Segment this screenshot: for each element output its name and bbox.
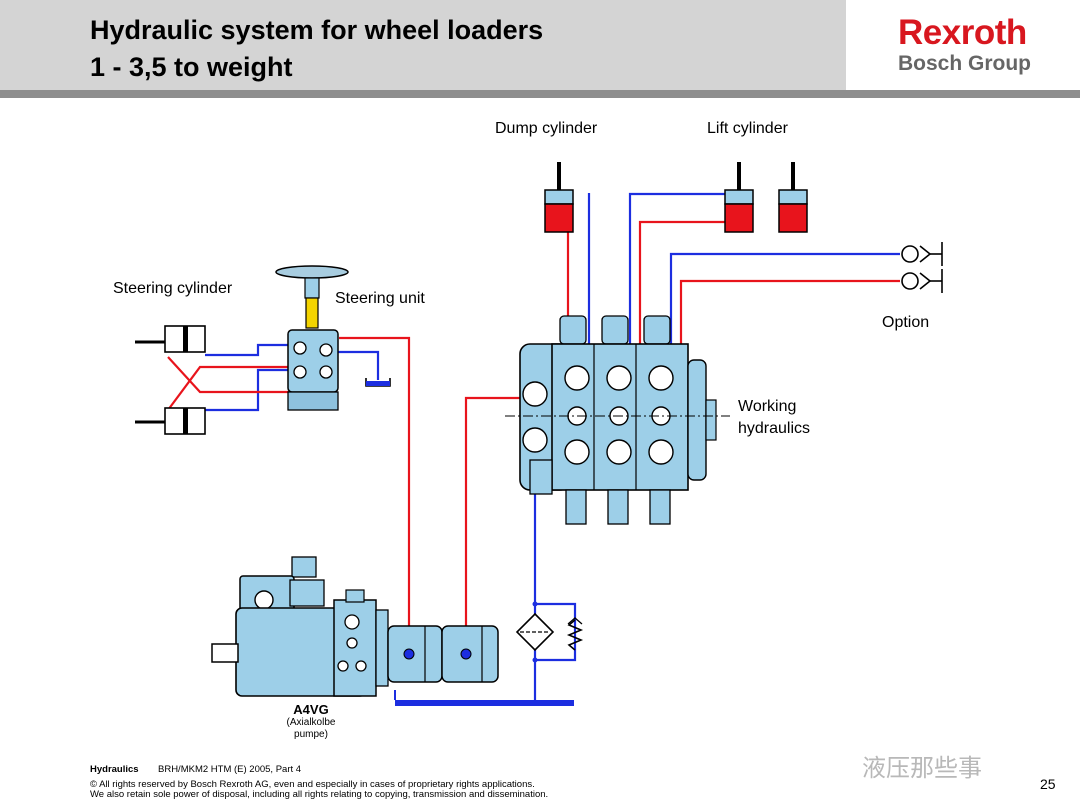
- steering-cross-line-b: [167, 365, 300, 411]
- page-number: 25: [1040, 776, 1056, 792]
- footer-copyright: © All rights reserved by Bosch Rexroth A…: [90, 780, 548, 800]
- watermark: 液压那些事: [862, 755, 982, 782]
- option-couplings: [901, 242, 943, 293]
- copyright-line-2: We also retain sole power of disposal, i…: [90, 789, 549, 800]
- title-line-1: Hydraulic system for wheel loaders: [90, 15, 544, 45]
- steering-cylinder-bottom: [135, 407, 206, 435]
- working-hydraulics-line-1: Working: [738, 398, 797, 415]
- steering-tank-line: [336, 350, 380, 380]
- option-return-line: [669, 252, 900, 380]
- tank-bar: [395, 700, 574, 706]
- logo-group: Bosch Group: [898, 52, 1032, 75]
- pump-name: A4VG: [293, 702, 329, 717]
- title-line-2: 1 - 3,5 to weight: [90, 52, 293, 82]
- working-hydraulics-line-2: hydraulics: [738, 420, 811, 437]
- gear-pump-working: [441, 625, 499, 683]
- logo-brand: Rexroth: [898, 13, 1027, 52]
- steering-unit: [275, 265, 349, 411]
- valve-supply-line: [464, 396, 535, 655]
- dump-cylinder: [544, 162, 574, 233]
- rexroth-logo: Rexroth Bosch Group: [898, 14, 1031, 76]
- steering-cylinder-top: [135, 325, 206, 353]
- pump-subtitle-1: (Axialkolbe: [286, 717, 336, 728]
- tank-symbol: [365, 378, 391, 387]
- footer-section-name: Hydraulics: [90, 764, 139, 775]
- header-divider: [0, 90, 1080, 98]
- pump-subtitle-2: pumpe): [294, 729, 328, 740]
- lift-cylinder-label: Lift cylinder: [707, 120, 788, 137]
- footer-doc-ref: BRH/MKM2 HTM (E) 2005, Part 4: [158, 764, 302, 775]
- pump-label: A4VG (Axialkolbe pumpe): [270, 703, 352, 741]
- working-hydraulics-label: Working hydraulics: [738, 396, 810, 440]
- control-valve-block: [505, 315, 730, 525]
- lift-cylinder-left: [724, 162, 754, 233]
- page-title: Hydraulic system for wheel loaders 1 - 3…: [90, 12, 543, 86]
- steering-cyl-line-b: [205, 368, 300, 412]
- footer-section: Hydraulics: [90, 764, 139, 775]
- return-filter: [515, 601, 584, 663]
- steering-supply-line: [339, 336, 411, 655]
- lift-cylinder-right: [778, 162, 808, 233]
- steering-cyl-line-a: [205, 343, 300, 357]
- copyright-line-1: © All rights reserved by Bosch Rexroth A…: [90, 779, 535, 790]
- steering-cylinder-label: Steering cylinder: [113, 280, 233, 297]
- dump-cylinder-label: Dump cylinder: [495, 120, 598, 137]
- steering-unit-label: Steering unit: [335, 290, 425, 307]
- header-background: [0, 0, 846, 90]
- option-label: Option: [882, 314, 930, 331]
- a4vg-pump: [211, 556, 389, 697]
- steering-cross-line-a: [167, 356, 300, 394]
- lift-return-line: [628, 192, 727, 380]
- gear-pump-steering: [387, 625, 443, 683]
